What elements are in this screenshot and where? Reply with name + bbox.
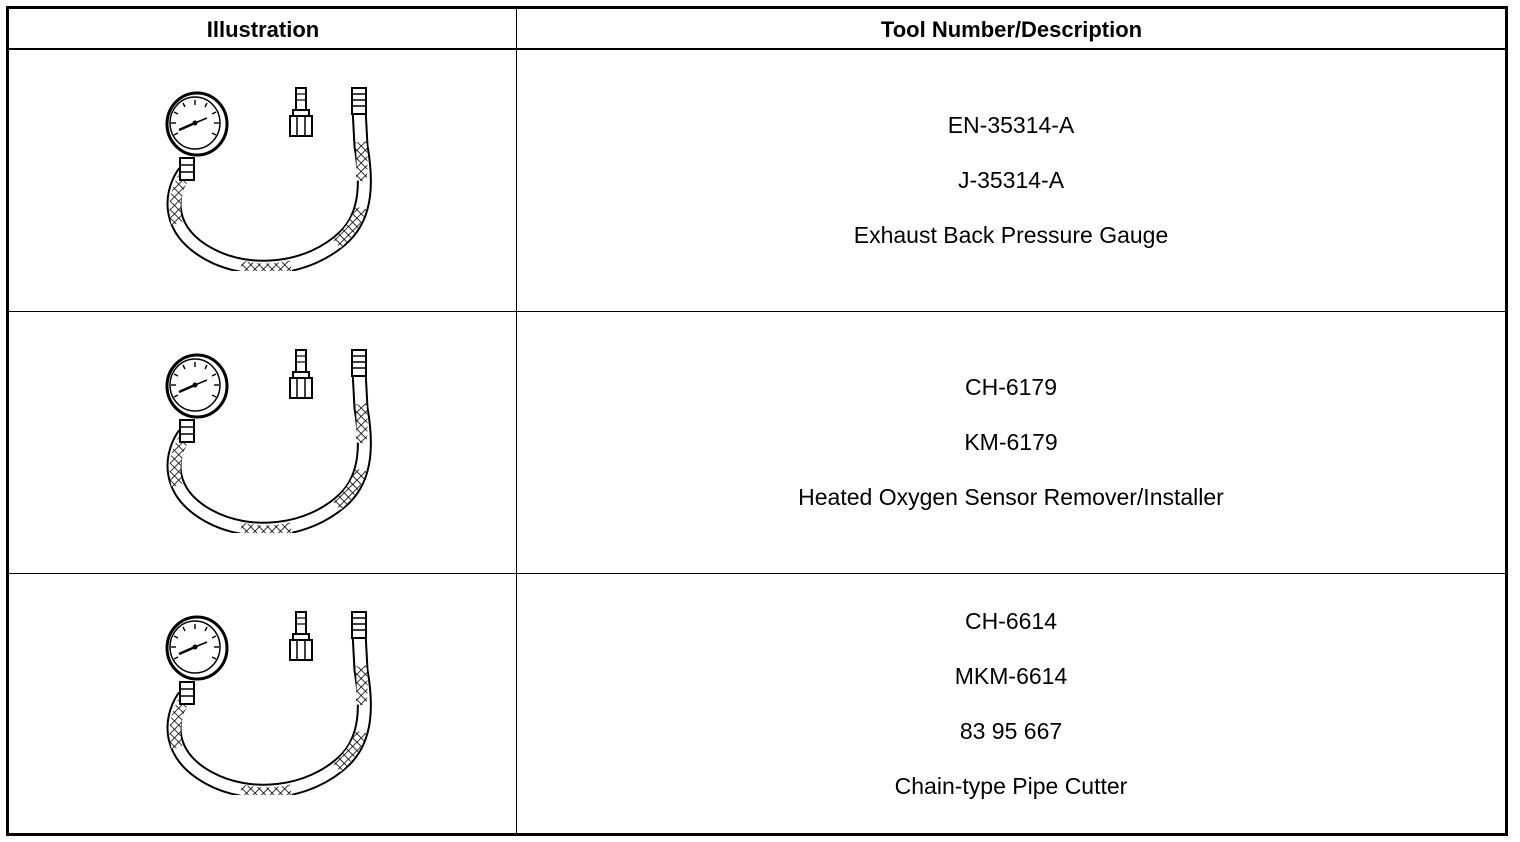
tool-number: CH-6614 — [964, 607, 1058, 634]
illustration-cell — [9, 312, 516, 573]
description-cell: CH-6179 KM-6179 Heated Oxygen Sensor Rem… — [517, 312, 1505, 573]
special-tools-table: Illustration Tool Number/Description EN-… — [6, 6, 1508, 836]
tool-number: 83 95 667 — [959, 717, 1063, 744]
tool-description: Heated Oxygen Sensor Remover/Installer — [798, 484, 1224, 510]
table-row: CH-6614 MKM-6614 83 95 667 Chain-type Pi… — [9, 574, 1505, 833]
header-tool-number-description: Tool Number/Description — [880, 17, 1143, 42]
tool-number: CH-6179 — [964, 374, 1058, 400]
tool-description: Chain-type Pipe Cutter — [894, 772, 1128, 799]
table-row: CH-6179 KM-6179 Heated Oxygen Sensor Rem… — [9, 312, 1505, 574]
illustration-cell — [9, 50, 516, 311]
header-illustration: Illustration — [206, 17, 320, 42]
tool-number: EN-35314-A — [947, 112, 1075, 138]
tool-description: Exhaust Back Pressure Gauge — [853, 222, 1169, 248]
pressure-gauge-with-hose-icon — [149, 610, 379, 795]
description-cell: EN-35314-A J-35314-A Exhaust Back Pressu… — [517, 50, 1505, 311]
description-cell: CH-6614 MKM-6614 83 95 667 Chain-type Pi… — [517, 574, 1505, 833]
table-row: EN-35314-A J-35314-A Exhaust Back Pressu… — [9, 50, 1505, 312]
pressure-gauge-with-hose-icon — [149, 86, 379, 271]
illustration-cell — [9, 574, 516, 833]
column-divider — [516, 9, 517, 833]
pressure-gauge-with-hose-icon — [149, 348, 379, 533]
tool-number: MKM-6614 — [954, 662, 1068, 689]
tool-number: KM-6179 — [964, 429, 1058, 455]
table-header-row: Illustration Tool Number/Description — [9, 9, 1505, 50]
tool-number: J-35314-A — [957, 167, 1065, 193]
